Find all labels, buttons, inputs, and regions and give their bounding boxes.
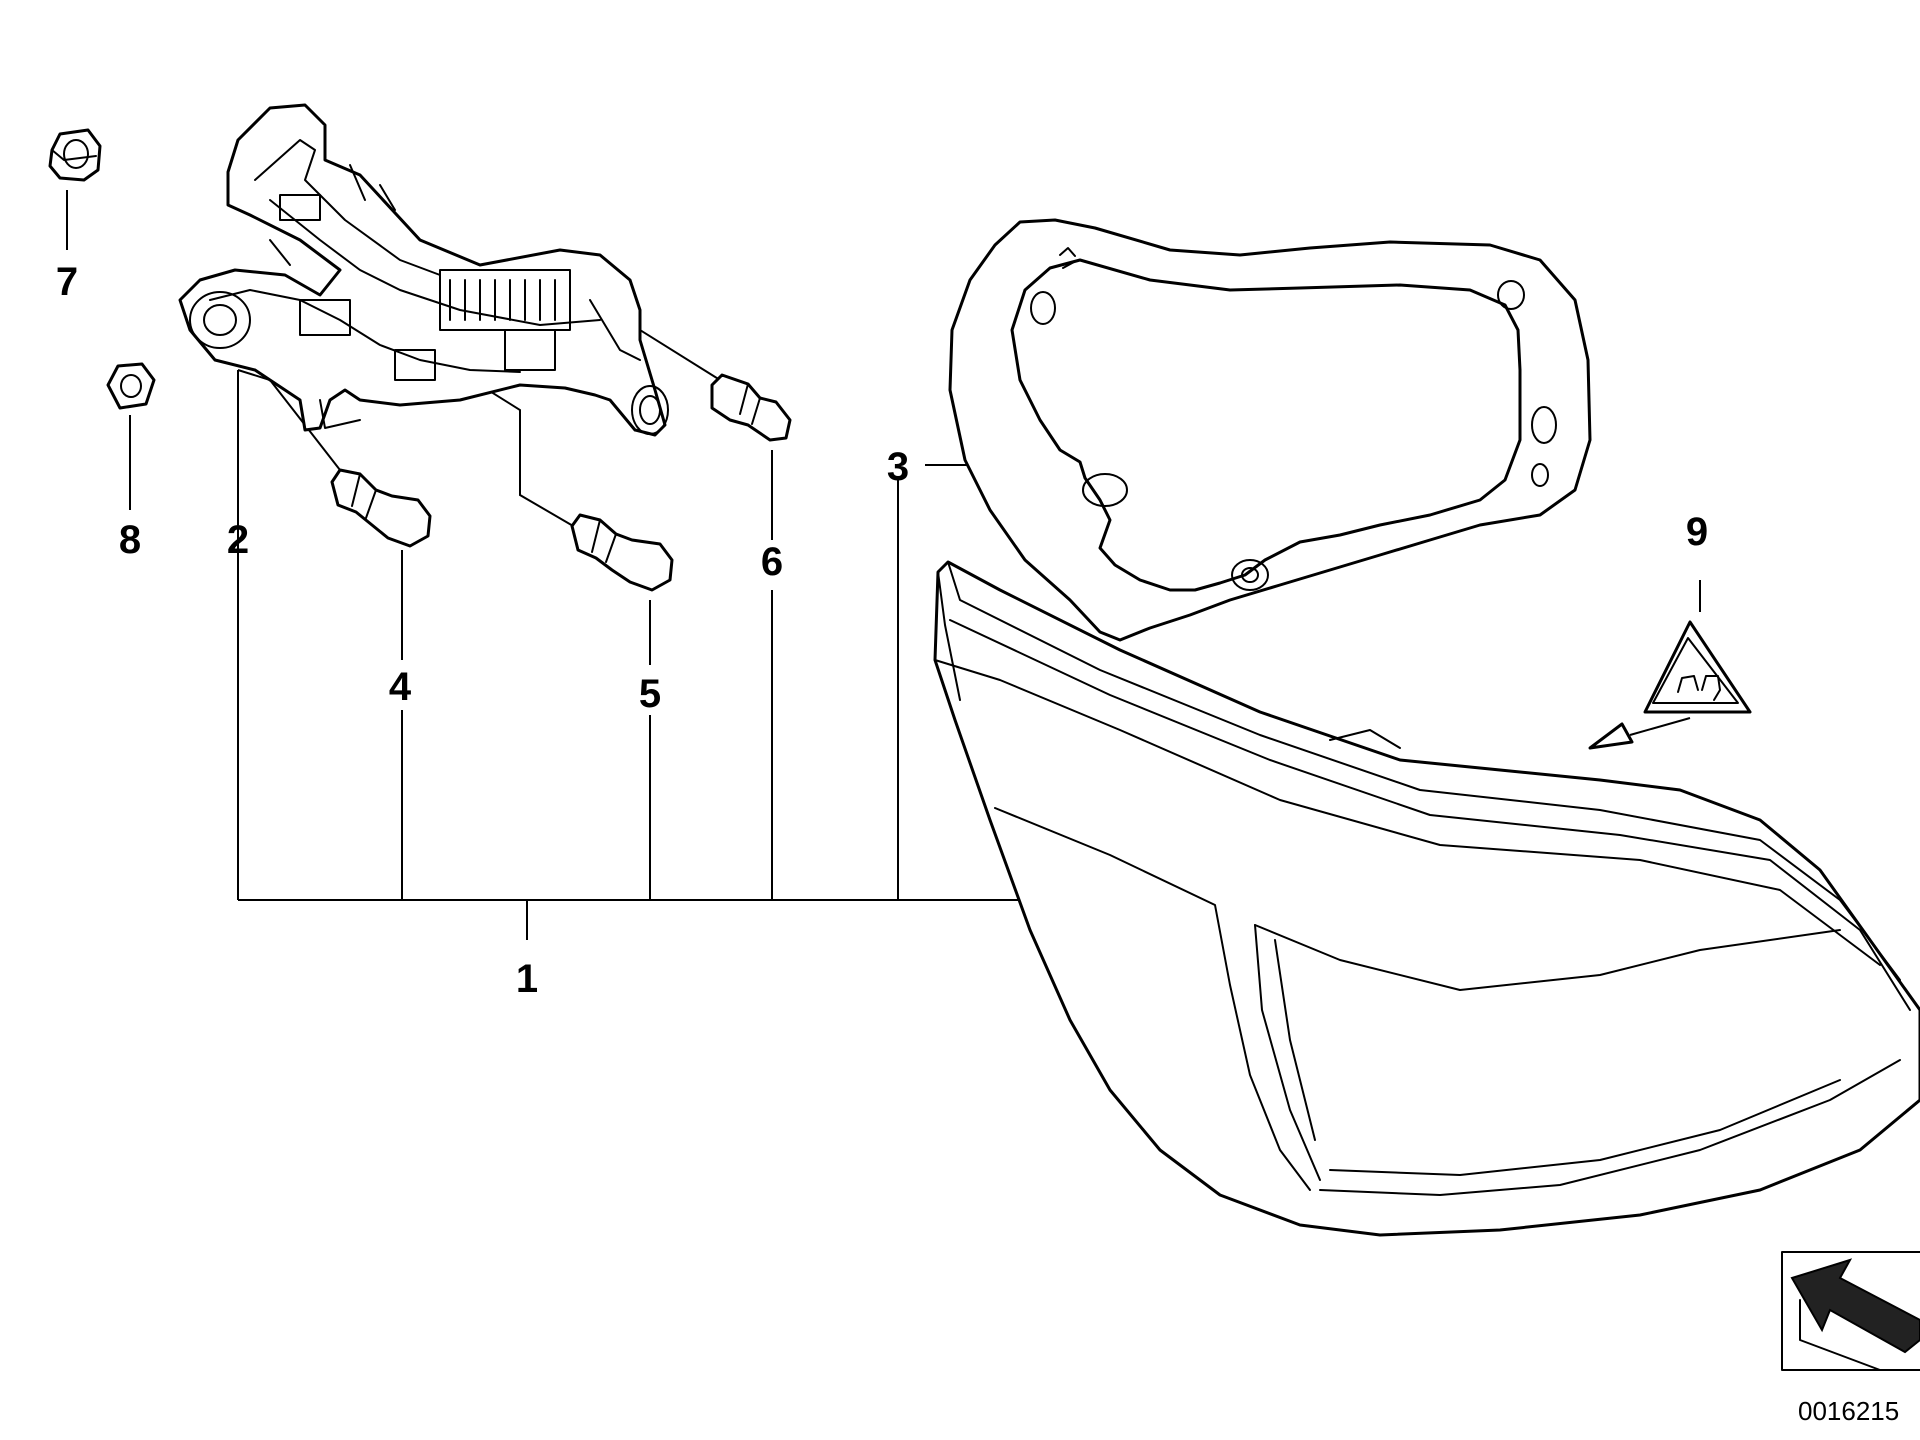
callout-8: 8 [119, 518, 141, 562]
label-pointer-arrow [1588, 717, 1691, 750]
arrow-icon [1781, 1251, 1920, 1371]
reference-number: 0016215 [1798, 1396, 1899, 1426]
callout-2: 2 [227, 518, 249, 562]
wedge-bulb-part [710, 373, 792, 442]
gasket-part [948, 218, 1592, 642]
flange-nut-part [48, 128, 102, 182]
callout-9: 9 [1686, 510, 1708, 554]
hex-nut-part [106, 362, 156, 410]
callout-7: 7 [56, 260, 78, 304]
tail-light-part [933, 560, 1920, 1237]
callout-1: 1 [516, 957, 538, 1001]
hot-surface-warning-icon [1643, 620, 1752, 714]
callout-4: 4 [389, 665, 412, 709]
leader-lines [66, 190, 1701, 940]
callout-6: 6 [761, 540, 783, 584]
callout-labels: 1 2 3 4 5 6 7 8 9 [56, 260, 1708, 1001]
bulb-5-part [570, 513, 674, 592]
bulb-4-part [330, 468, 432, 548]
callout-5: 5 [639, 672, 661, 716]
callout-3: 3 [887, 445, 909, 489]
bulb-holder-part [178, 103, 669, 437]
